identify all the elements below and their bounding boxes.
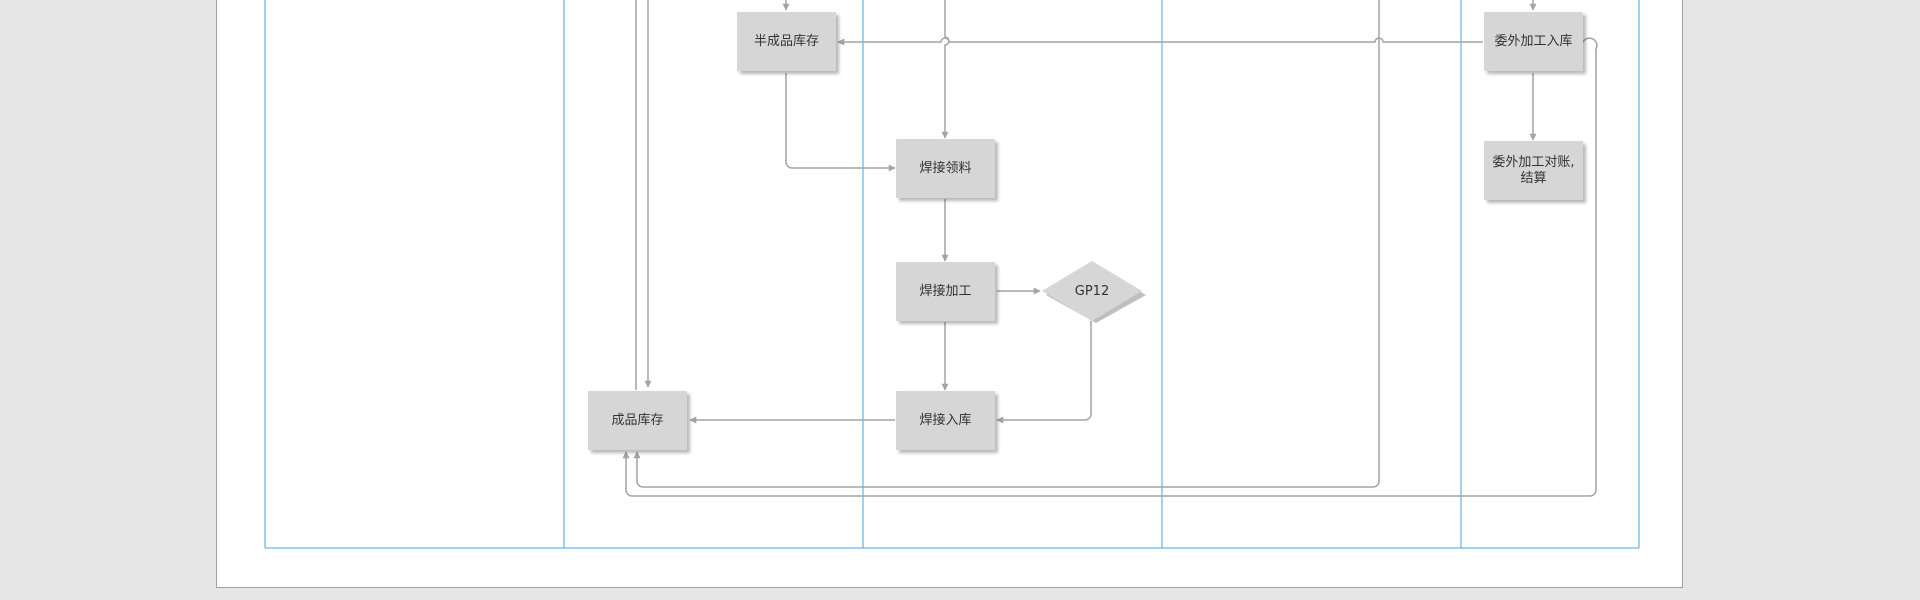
node-label: 委外加工入库: [1494, 33, 1573, 49]
connector-top-to-weld-pick: [941, 0, 950, 139]
connector-gp12-to-weld-inbound: [996, 321, 1092, 424]
diamond-shape: [1042, 261, 1146, 323]
node-label: 成品库存: [611, 412, 664, 428]
swimlane-frame: [264, 0, 1640, 549]
node-outsource-settlement[interactable]: 委外加工对账,结算: [1484, 141, 1583, 200]
node-label: 焊接领料: [919, 160, 972, 176]
node-label: 委外加工对账,结算: [1492, 154, 1575, 186]
connector-lane4-to-finished: [633, 0, 1380, 488]
node-gp12-decision[interactable]: GP12: [1042, 261, 1146, 323]
node-label: GP12: [1074, 283, 1110, 299]
connector-outsource-to-finished: [622, 37, 1598, 497]
node-weld-processing[interactable]: 焊接加工: [896, 262, 995, 321]
connector-semi-to-weld-pick: [785, 73, 896, 172]
node-weld-inbound[interactable]: 焊接入库: [896, 391, 995, 450]
node-semi-finished-stock[interactable]: 半成品库存: [737, 12, 836, 71]
node-outsource-inbound[interactable]: 委外加工入库: [1484, 12, 1583, 71]
node-label: 半成品库存: [753, 33, 819, 49]
node-weld-material-pick[interactable]: 焊接领料: [896, 139, 995, 198]
node-label: 焊接加工: [919, 283, 972, 299]
connector-outsource-to-semi-finished: [837, 37, 1483, 46]
node-finished-stock[interactable]: 成品库存: [588, 391, 687, 450]
node-label: 焊接入库: [919, 412, 972, 428]
